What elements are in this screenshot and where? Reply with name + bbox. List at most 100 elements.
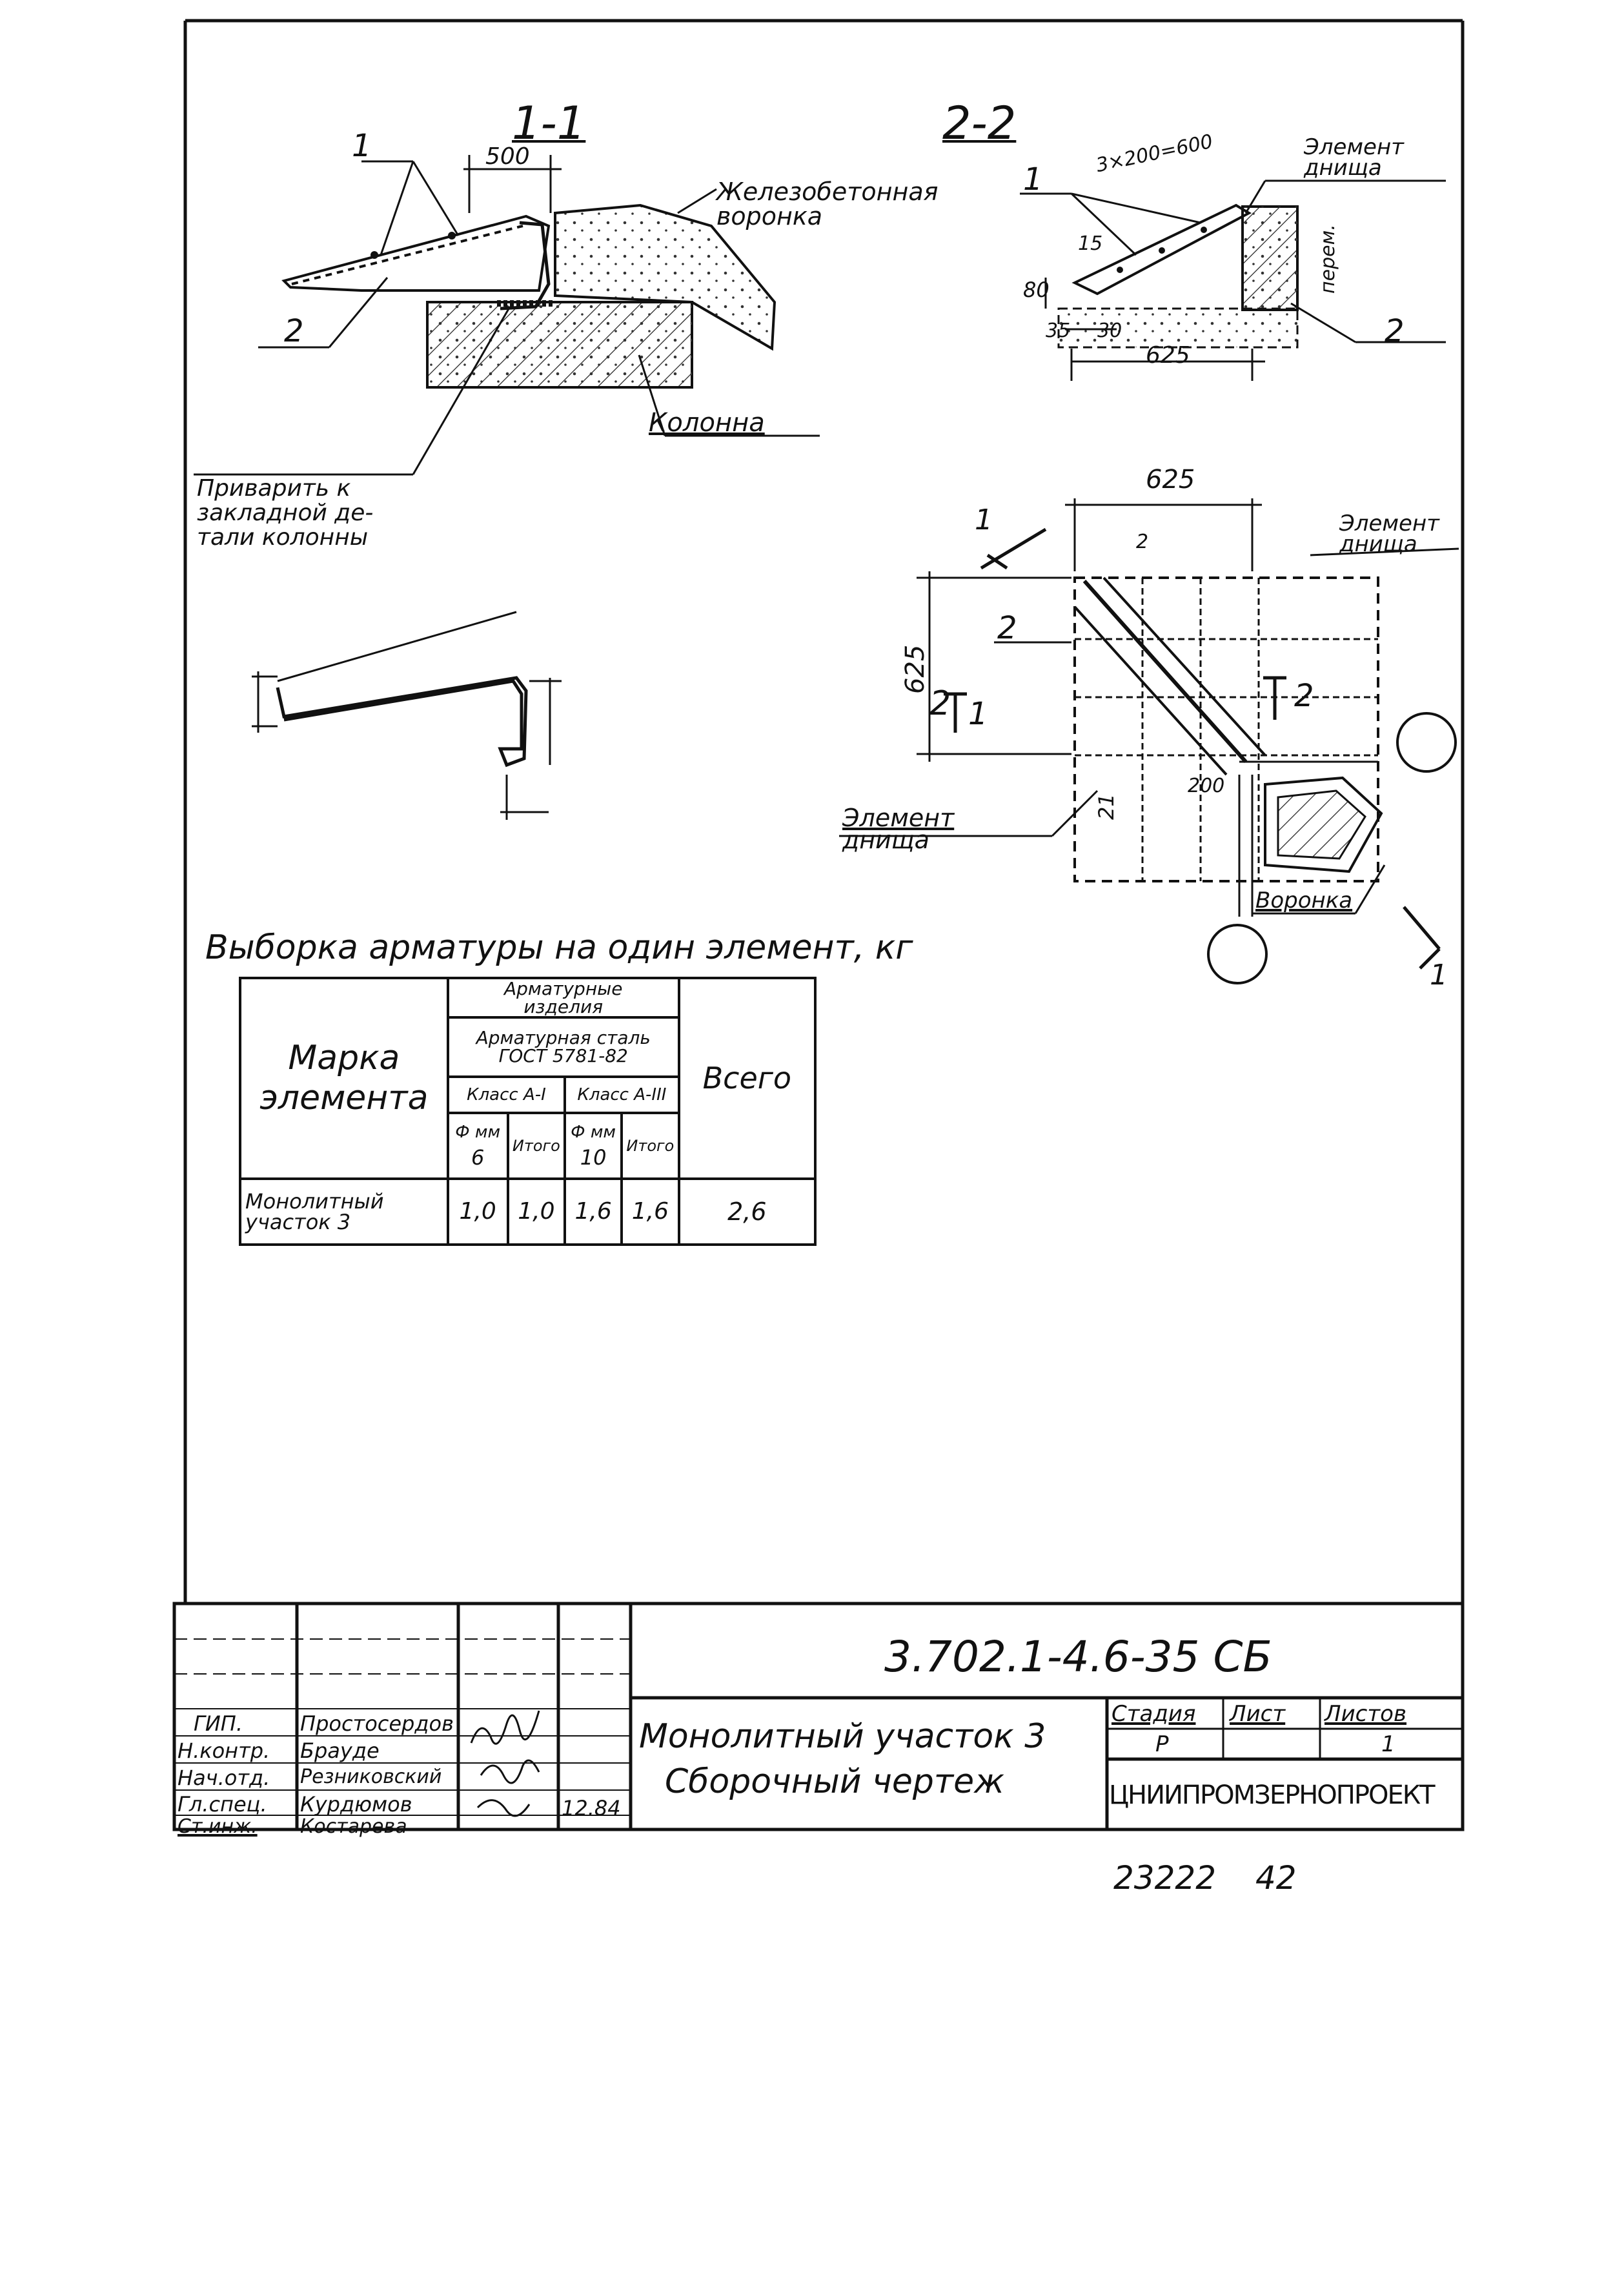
- header-class-a3: Класс А-III: [563, 1075, 680, 1115]
- weld-note-line-3: тали колонны: [197, 524, 369, 551]
- header-products-line-2: изделия: [523, 995, 604, 1017]
- role-gl-spec: Гл.спец.: [178, 1792, 267, 1817]
- row-mark-line-2: участок 3: [245, 1209, 351, 1234]
- plan-element-bottom-line-1: Элемент: [842, 804, 955, 832]
- plan-view-drawing: [839, 498, 1459, 984]
- header-steel: Арматурная сталь ГОСТ 5781-82: [446, 1016, 680, 1078]
- role-n-kontr: Н.контр.: [178, 1738, 270, 1763]
- plan-element-top-line-2: днища: [1339, 531, 1417, 558]
- cell-a3-total: 1,6: [620, 1177, 680, 1247]
- plan-element-bottom-line-2: днища: [842, 826, 929, 855]
- plan-cut-1-bottom: 1: [1430, 959, 1448, 992]
- header-mark-line-2: элемента: [259, 1079, 429, 1118]
- funnel-label: Железобетонная воронка: [716, 178, 939, 230]
- header-dia-6: Ф мм 6: [446, 1112, 509, 1180]
- s22-leader-1: 1: [1023, 161, 1043, 198]
- pos-2-drawing: [252, 611, 562, 820]
- sheet-header: Лист: [1230, 1701, 1286, 1727]
- sheets-value: 1: [1381, 1731, 1396, 1757]
- table-row: Монолитный участок 3 1,0 1,0 1,6 1,6 2,6: [239, 1177, 817, 1247]
- row-mark-line-1: Монолитный: [245, 1188, 384, 1214]
- document-code: 3.702.1-4.6-35 СБ: [884, 1632, 1272, 1682]
- role-st-inzh: Ст.инж.: [178, 1815, 258, 1838]
- spec-title: Выборка арматуры на один элемент, кг: [205, 928, 913, 967]
- header-steel-line-1: Арматурная сталь: [476, 1027, 651, 1049]
- dim-625-s22: 625: [1146, 342, 1190, 369]
- header-dia-6-value: 6: [471, 1145, 485, 1170]
- dim-35: 35: [1046, 320, 1071, 342]
- signature-scribbles: [470, 1710, 540, 1817]
- plan-dim-2: 2: [1136, 531, 1149, 553]
- header-steel-line-2: ГОСТ 5781-82: [498, 1045, 628, 1067]
- weld-note-line-2: закладной де-: [197, 499, 374, 526]
- s22-leader-2: 2: [1385, 313, 1405, 349]
- drawing-name-line-1: Монолитный участок 3: [639, 1717, 1046, 1756]
- name-2: Брауде: [300, 1738, 380, 1763]
- leader-2-label: 2: [284, 313, 304, 349]
- dim-30: 30: [1097, 320, 1122, 342]
- plan-dim-21: 21: [1094, 793, 1119, 820]
- stage-header: Стадия: [1111, 1701, 1196, 1727]
- cell-grand-total: 2,6: [677, 1177, 817, 1247]
- stage-value: Р: [1155, 1731, 1169, 1757]
- weld-note-line-1: Приварить к: [197, 475, 351, 502]
- name-5: Костарева: [300, 1815, 407, 1838]
- header-total: Всего: [677, 977, 817, 1180]
- spec-table: Марка элемента Арматурные изделия Всего …: [239, 976, 817, 1247]
- header-dia-6-label: Ф мм: [455, 1123, 501, 1142]
- plan-element-top: Элемент днища: [1339, 513, 1439, 558]
- plan-dim-200: 200: [1188, 775, 1225, 797]
- row-mark: Монолитный участок 3: [239, 1177, 449, 1247]
- role-nach-otd: Нач.отд.: [178, 1766, 270, 1790]
- title-block-grid-lines: [174, 1638, 631, 1816]
- header-dia-10: Ф мм 10: [563, 1112, 624, 1180]
- section-1-1-drawing: [194, 155, 820, 476]
- inventory-number: 23222: [1113, 1859, 1217, 1897]
- title-block-lines: [172, 1602, 1465, 1831]
- header-subtotal-a1: Итого: [506, 1112, 567, 1180]
- dim-80: 80: [1023, 278, 1050, 302]
- weld-note: Приварить к закладной де- тали колонны: [197, 476, 373, 549]
- header-subtotal-a3: Итого: [620, 1112, 680, 1180]
- name-4: Курдюмов: [300, 1792, 412, 1817]
- s22-element-line-1: Элемент: [1304, 134, 1404, 160]
- plan-funnel-label: Воронка: [1255, 888, 1353, 913]
- leader-1-label: 1: [352, 128, 372, 164]
- callout-circle-bottom: [1207, 924, 1268, 984]
- cell-a1-d6: 1,0: [446, 1177, 509, 1247]
- header-dia-10-label: Ф мм: [571, 1123, 616, 1142]
- organization: ЦНИИПРОМЗЕРНОПРОЕКТ: [1109, 1780, 1436, 1810]
- header-mark-line-1: Марка: [288, 1039, 400, 1078]
- sheet-number: 42: [1255, 1859, 1297, 1897]
- plan-cut-1-top: 1: [975, 504, 993, 536]
- drawing-name: Монолитный участок 3 Сборочный чертеж: [639, 1714, 1046, 1804]
- plan-cut-2-right: 2: [1294, 678, 1314, 714]
- header-class-a1: Класс А-I: [446, 1075, 567, 1115]
- sheets-header: Листов: [1325, 1701, 1407, 1727]
- section-1-1-title: 1-1: [512, 97, 586, 150]
- cell-a1-total: 1,0: [506, 1177, 567, 1247]
- dim-500: 500: [485, 143, 530, 170]
- section-2-2-title: 2-2: [942, 97, 1017, 150]
- column-label: Колонна: [649, 408, 765, 438]
- s22-element-label: Элемент днища: [1304, 134, 1404, 181]
- plan-leader-2: 2: [997, 610, 1017, 646]
- plan-dim-625-side: 625: [900, 644, 930, 694]
- name-3: Резниковский: [300, 1766, 442, 1788]
- header-dia-10-value: 10: [580, 1145, 607, 1170]
- dim-15: 15: [1078, 232, 1103, 255]
- date: 12.84: [562, 1796, 621, 1820]
- dim-perem: перем.: [1317, 224, 1339, 294]
- s22-element-line-2: днища: [1304, 155, 1382, 181]
- callout-circle-right: [1396, 712, 1457, 773]
- drawing-name-line-2: Сборочный чертеж: [665, 1762, 1004, 1802]
- plan-dim-625-top: 625: [1146, 465, 1195, 494]
- header-products: Арматурные изделия: [446, 976, 680, 1019]
- plan-cut-1: 1: [968, 696, 988, 732]
- cell-a3-d10: 1,6: [563, 1177, 624, 1247]
- header-mark: Марка элемента: [239, 977, 449, 1180]
- name-1: Простосердов: [300, 1711, 454, 1736]
- section-2-2-drawing: [1020, 179, 1446, 381]
- role-gip: ГИП.: [194, 1711, 243, 1736]
